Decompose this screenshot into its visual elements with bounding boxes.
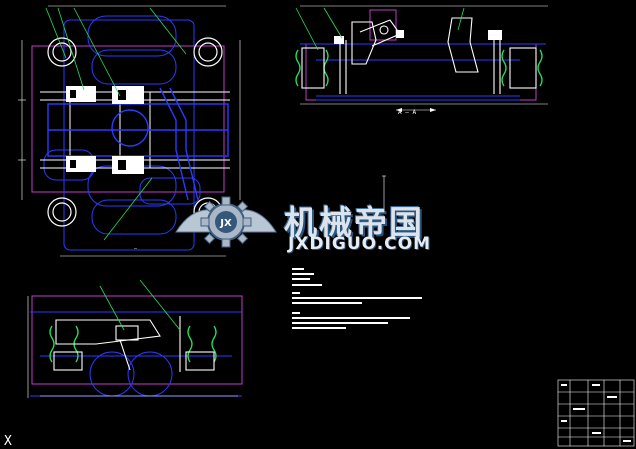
- watermark-emblem-icon: JX: [175, 196, 277, 248]
- section-marker-label: A — A: [398, 109, 416, 116]
- title-block: [557, 379, 635, 447]
- emblem-letters: JX: [219, 218, 232, 229]
- lower-elevation-view: [27, 279, 243, 398]
- plan-view: —: [18, 5, 241, 257]
- watermark-title: 机械帝国: [284, 203, 424, 242]
- side-elevation-view: [295, 5, 548, 214]
- svg-text:—: —: [134, 246, 138, 252]
- watermark-subtitle: JXDIGUO.COM: [288, 234, 432, 254]
- ucs-cursor-icon: X: [4, 434, 12, 449]
- technical-notes: [292, 268, 422, 329]
